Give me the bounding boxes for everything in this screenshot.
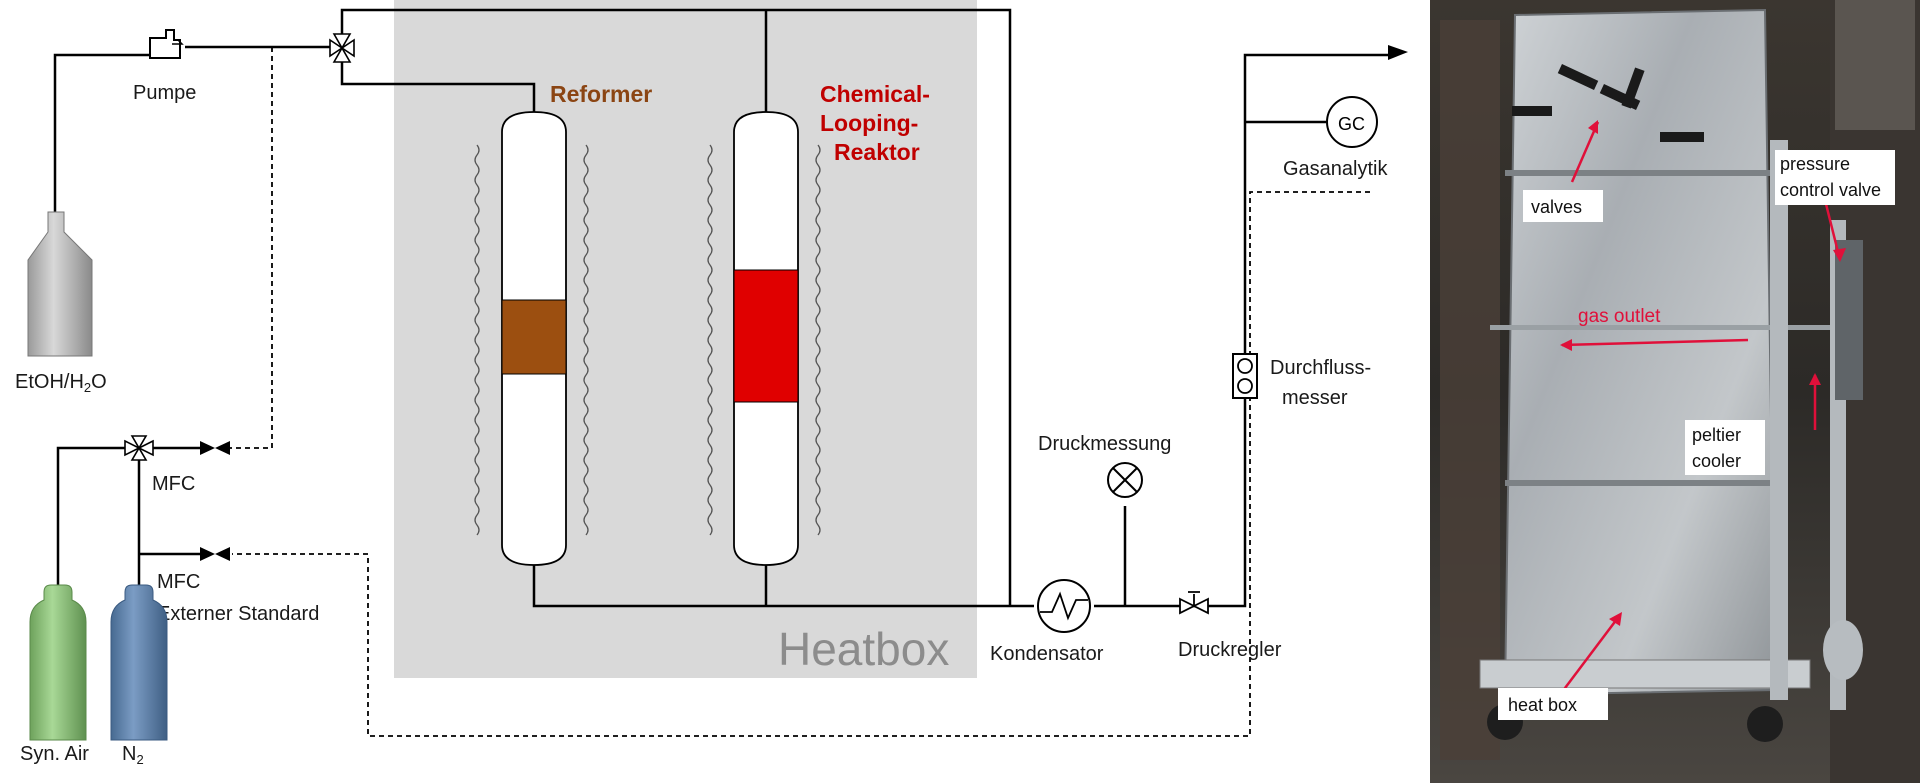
heatbox-label: Heatbox <box>778 623 949 675</box>
heat-box-tag <box>1498 688 1608 720</box>
pressure-control-valve-tag <box>1775 150 1895 205</box>
photo-annotation-arrowheads <box>1560 120 1846 626</box>
pressure-regulator-label: Druckregler <box>1178 639 1282 661</box>
valves-tag <box>1523 190 1603 222</box>
ethanol-water-bottle <box>27 211 93 357</box>
reformer-column <box>501 111 567 566</box>
oxygen-carrier-bed <box>733 269 799 403</box>
heating-coils <box>474 144 821 536</box>
signal-lines <box>230 47 1370 737</box>
chemical-looping-reactor-column <box>733 111 799 566</box>
nitrogen-cylinder <box>110 584 168 741</box>
mfc-valve-icon <box>124 435 154 461</box>
pressure-gauge-icon <box>1107 462 1143 498</box>
condenser-icon <box>1037 579 1091 633</box>
pump-icon <box>149 29 184 59</box>
reformer-label: Reformer <box>550 81 652 107</box>
nitrogen-label: N2 <box>122 743 144 767</box>
gas-chromatograph-icon <box>1326 96 1378 148</box>
pipe-network <box>53 8 1390 608</box>
syn-air-label: Syn. Air <box>20 743 89 765</box>
pressure-control-valve-label: pressure control valve <box>1780 154 1881 200</box>
cl-reactor-label: Chemical- Looping- Reaktor <box>820 81 936 165</box>
pressure-regulator-icon <box>1179 591 1209 615</box>
external-standard-valve-icon <box>200 547 230 561</box>
heatbox-photo <box>1430 0 1920 783</box>
gas-outlet-label: gas outlet <box>1578 306 1661 327</box>
flow-meter-icon <box>1232 353 1258 399</box>
heatbox-area <box>394 0 977 678</box>
valves-label: valves <box>1531 197 1582 217</box>
gc-label: GC <box>1338 114 1365 134</box>
pump-label: Pumpe <box>133 82 196 104</box>
peltier-cooler-tag <box>1685 420 1765 475</box>
flow-meter-label: Durchfluss- messer <box>1270 357 1377 409</box>
mfc-shutoff-valve-icon <box>200 441 230 455</box>
three-way-valve-icon <box>329 33 355 63</box>
heat-box-label: heat box <box>1508 695 1577 715</box>
reformer-catalyst-bed <box>501 299 567 375</box>
condenser-label: Kondensator <box>990 643 1104 665</box>
mfc-label-2: MFC <box>157 571 200 593</box>
syn-air-cylinder <box>29 584 87 741</box>
pressure-measurement-label: Druckmessung <box>1038 433 1171 455</box>
peltier-cooler-label: peltier cooler <box>1692 425 1746 471</box>
outlet-arrow-icon <box>1388 45 1408 60</box>
external-standard-label: Externer Standard <box>157 603 319 625</box>
mfc-label-1: MFC <box>152 473 195 495</box>
ethanol-water-label: EtOH/H2O <box>15 371 107 395</box>
gas-analytics-label: Gasanalytik <box>1283 158 1388 180</box>
